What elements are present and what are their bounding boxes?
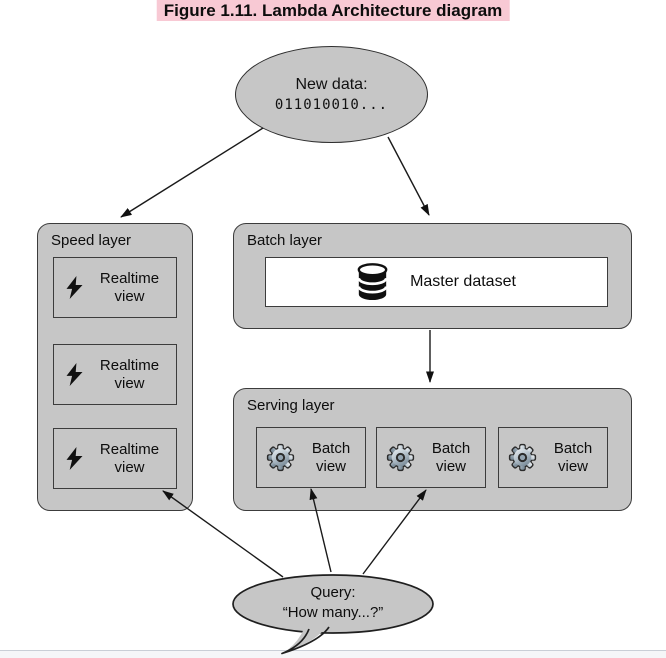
batch-view-box-1: Batch view	[256, 427, 366, 488]
realtime-view-label: Realtime view	[99, 356, 160, 392]
speed-layer-label: Speed layer	[51, 232, 132, 249]
batch-layer: Batch layer Master dataset	[233, 223, 632, 329]
speed-layer: Speed layer Realtime view Realtime view	[37, 223, 193, 511]
realtime-view-box-2: Realtime view	[53, 344, 177, 405]
database-icon	[357, 262, 388, 300]
lightning-bolt-icon	[66, 447, 83, 470]
batch-layer-label: Batch layer	[247, 232, 323, 249]
lightning-bolt-icon	[66, 276, 83, 299]
gear-icon	[508, 443, 537, 472]
new-data-bitstream: 011010010...	[274, 97, 389, 113]
arrow-newdata-to-batch	[387, 136, 430, 216]
figure-caption: Figure 1.11. Lambda Architecture diagram	[156, 0, 510, 21]
lightning-bolt-icon	[66, 363, 83, 386]
realtime-view-label: Realtime view	[99, 440, 160, 476]
gear-icon	[386, 443, 415, 472]
arrow-newdata-to-speed	[120, 127, 264, 218]
serving-layer: Serving layer	[233, 388, 632, 511]
query-label: Query: “How many...?”	[282, 584, 384, 621]
new-data-label: New data:	[295, 76, 368, 93]
realtime-view-box-3: Realtime view	[53, 428, 177, 489]
realtime-view-label: Realtime view	[99, 269, 160, 305]
batch-view-label: Batch view	[311, 439, 351, 475]
master-dataset-label: Master dataset	[410, 273, 516, 290]
batch-view-label: Batch view	[553, 439, 593, 475]
new-data-node: New data: 011010010...	[235, 46, 428, 143]
page-divider	[0, 650, 666, 658]
serving-layer-label: Serving layer	[247, 397, 335, 414]
query-bubble	[232, 574, 434, 655]
batch-view-box-2: Batch view	[376, 427, 486, 488]
master-dataset-box: Master dataset	[265, 257, 608, 307]
batch-view-label: Batch view	[431, 439, 471, 475]
realtime-view-box-1: Realtime view	[53, 257, 177, 318]
gear-icon	[266, 443, 295, 472]
batch-view-box-3: Batch view	[498, 427, 608, 488]
